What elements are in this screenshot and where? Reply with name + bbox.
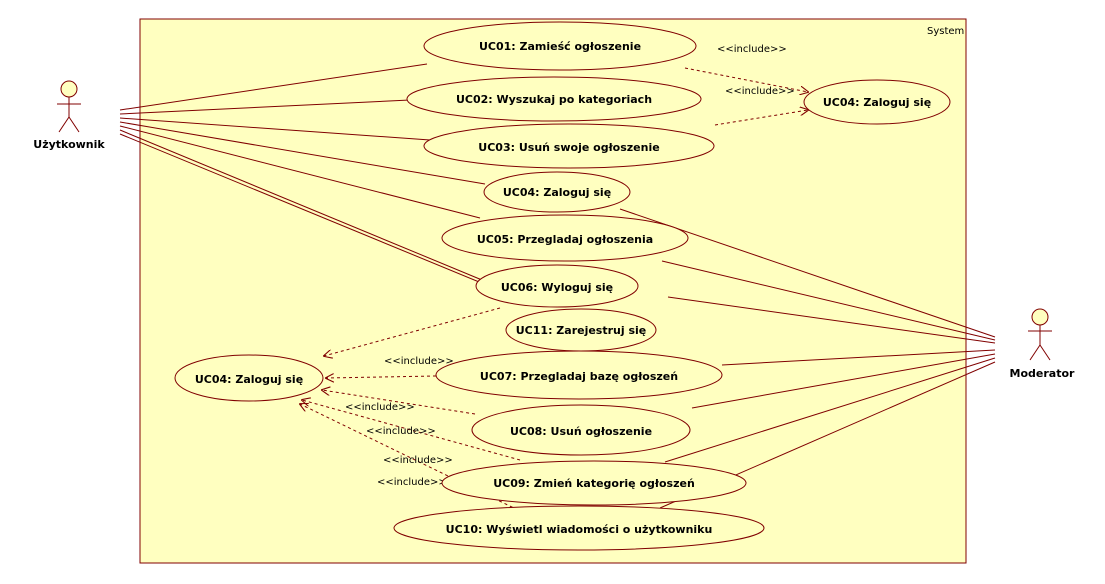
uc04-right-label: UC04: Zaloguj się [823, 96, 931, 109]
uc04-left-label: UC04: Zaloguj się [195, 373, 303, 386]
actor-user[interactable] [57, 80, 81, 133]
uc09-label: UC09: Zmień kategorię ogłoszeń [493, 477, 695, 490]
include-label: <<include>> [725, 86, 795, 97]
use-case-uc01[interactable] [423, 21, 697, 71]
use-case-uc08[interactable] [471, 404, 691, 456]
actor-user-label: Użytkownik [33, 138, 105, 151]
system-label: System [927, 26, 964, 37]
use-case-uc04[interactable] [483, 171, 631, 213]
use-case-uc05[interactable] [441, 214, 689, 262]
include-label: <<include>> [383, 455, 453, 466]
include-label: <<include>> [717, 44, 787, 55]
include-label: <<include>> [345, 402, 415, 413]
include-label: <<include>> [366, 426, 436, 437]
user-associations [119, 63, 536, 306]
include-dependencies [300, 67, 808, 511]
uc02-label: UC02: Wyszukaj po kategoriach [456, 93, 652, 106]
uc01-label: UC01: Zamieść ogłoszenie [479, 40, 641, 53]
use-case-uc03[interactable] [423, 123, 715, 169]
uc04-label: UC04: Zaloguj się [503, 186, 611, 199]
uc06-label: UC06: Wyloguj się [501, 281, 613, 294]
use-case-uc04-left[interactable] [174, 354, 324, 402]
actor-moderator-label: Moderator [1010, 367, 1076, 380]
use-case-uc06[interactable] [475, 264, 639, 308]
uc05-label: UC05: Przegladaj ogłoszenia [477, 233, 653, 246]
uc03-label: UC03: Usuń swoje ogłoszenie [478, 141, 659, 154]
actor-moderator[interactable] [1028, 308, 1052, 361]
uc11-label: UC11: Zarejestruj się [516, 324, 647, 337]
uc07-label: UC07: Przegladaj bazę ogłoszeń [480, 370, 678, 383]
use-case-uc07[interactable] [435, 350, 723, 400]
use-case-uc02[interactable] [406, 76, 702, 122]
use-case-uc04-right[interactable] [803, 79, 951, 125]
use-case-uc10[interactable] [393, 505, 765, 551]
uc08-label: UC08: Usuń ogłoszenie [510, 425, 652, 438]
include-label: <<include>> [377, 477, 447, 488]
include-label: <<include>> [384, 356, 454, 367]
use-case-uc09[interactable] [441, 460, 747, 506]
uc10-label: UC10: Wyświetl wiadomości o użytkowniku [446, 523, 713, 536]
